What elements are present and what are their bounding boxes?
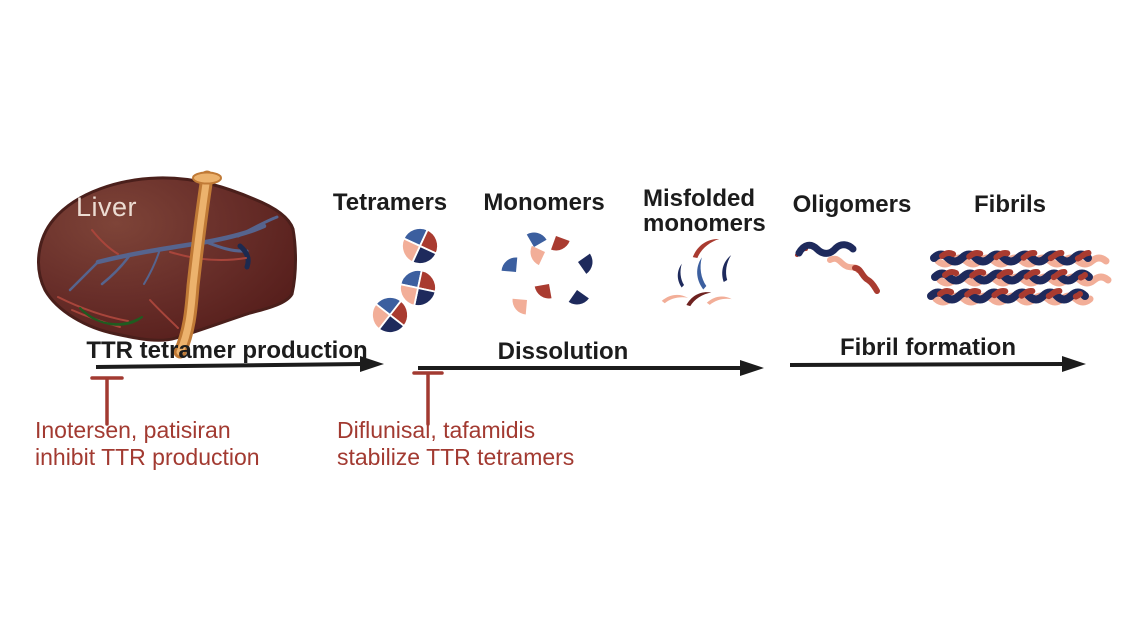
monomer-subunit bbox=[534, 284, 552, 301]
stage-label-fibrils: Fibrils bbox=[973, 191, 1046, 218]
falciform-ligament bbox=[173, 170, 222, 359]
misfolded-monomer-cluster bbox=[661, 237, 739, 308]
process-label-fibril-formation: Fibril formation bbox=[840, 334, 1016, 361]
misfolded-monomer bbox=[706, 294, 732, 308]
monomer-subunit bbox=[501, 256, 518, 272]
drug-note-2-line2: stabilize TTR tetramers bbox=[337, 444, 575, 471]
monomer-subunit bbox=[511, 298, 527, 315]
monomer-subunit bbox=[578, 253, 599, 274]
stage-label-misfolded-line1: Misfolded bbox=[643, 185, 755, 212]
stage-label-monomers: Monomers bbox=[483, 189, 605, 216]
misfolded-monomer bbox=[674, 263, 690, 288]
gallbladder bbox=[79, 307, 143, 326]
monomer-subunit bbox=[568, 290, 589, 311]
liver-illustration bbox=[37, 170, 297, 359]
misfolded-monomer bbox=[689, 237, 723, 260]
monomer-subunit bbox=[525, 245, 545, 266]
monomer-cluster bbox=[501, 227, 599, 315]
monomer-subunit bbox=[526, 227, 547, 247]
drug-note-2-line1: Diflunisal, tafamidis bbox=[337, 417, 536, 443]
production-arrow bbox=[95, 356, 384, 372]
misfolded-monomer bbox=[693, 257, 712, 290]
stage-label-tetramers: Tetramers bbox=[332, 189, 448, 216]
liver-label: Liver bbox=[76, 192, 138, 222]
liver-body bbox=[37, 176, 297, 342]
oligomer-cluster bbox=[795, 241, 880, 294]
drug-note-diflunisal-tafamidis: Diflunisal, tafamidis stabilize TTR tetr… bbox=[337, 417, 574, 471]
drug-note-1-line1: Inotersen, patisiran bbox=[35, 417, 231, 443]
tetramer-molecule bbox=[395, 221, 445, 271]
portal-vein-knot bbox=[237, 243, 251, 270]
monomer-subunit bbox=[551, 236, 570, 255]
drug-note-inotersen-patisiran: Inotersen, patisiran inhibit TTR product… bbox=[35, 417, 260, 471]
misfolded-monomer bbox=[716, 254, 739, 283]
inhibition-symbol-dissolution bbox=[412, 371, 444, 426]
inhibition-symbol-production bbox=[90, 376, 124, 426]
process-label-dissolution: Dissolution bbox=[497, 338, 629, 365]
stage-label-misfolded-line2: monomers bbox=[643, 210, 766, 238]
dissolution-arrow bbox=[418, 360, 764, 376]
stage-label-misfolded-monomers: Misfolded monomers bbox=[643, 185, 766, 238]
fibril-formation-arrow bbox=[789, 356, 1086, 372]
misfolded-monomer bbox=[684, 290, 714, 307]
fibril-cluster bbox=[927, 250, 1112, 306]
misfolded-monomer bbox=[661, 292, 689, 307]
process-label-ttr-tetramer-production: TTR tetramer production bbox=[86, 337, 368, 364]
drug-note-1-line2: inhibit TTR production bbox=[35, 444, 260, 471]
tetramer-cluster bbox=[363, 221, 445, 342]
stage-label-oligomers: Oligomers bbox=[792, 191, 912, 218]
